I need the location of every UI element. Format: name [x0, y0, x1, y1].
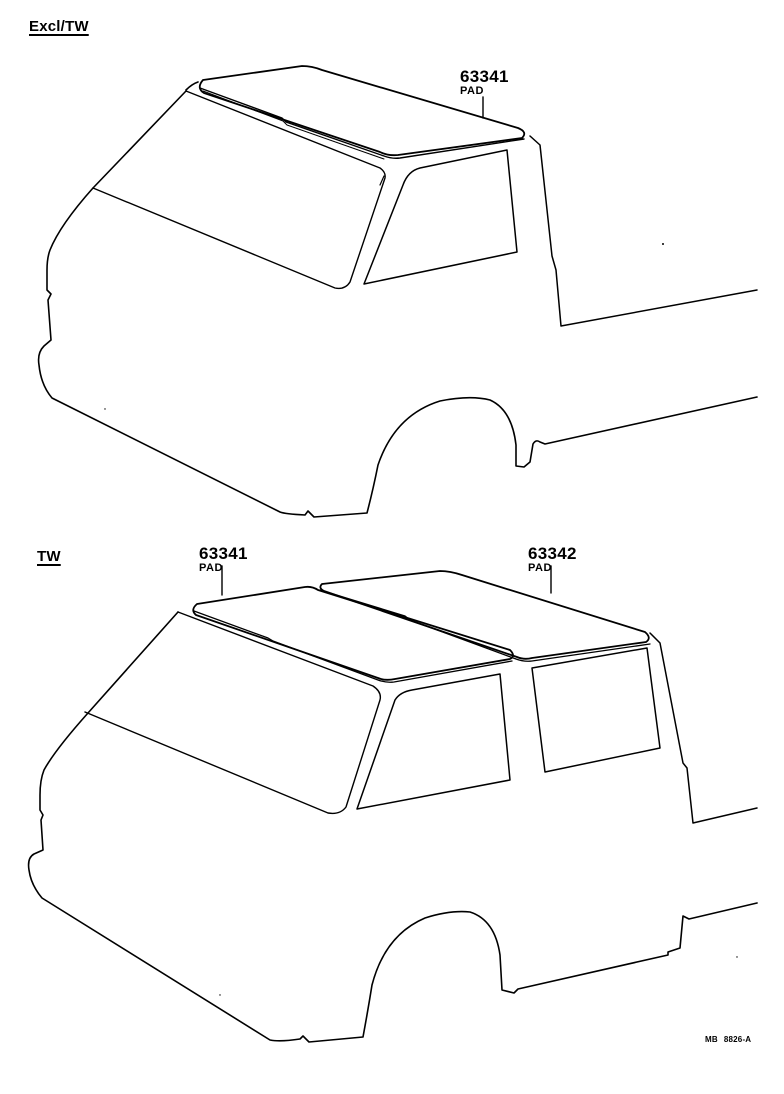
roof-pad-63341-edge-inner — [202, 90, 385, 160]
roof-pad-63342-edge — [319, 589, 651, 662]
a-pillar — [379, 175, 385, 186]
roof-pad-63341 — [192, 585, 514, 681]
windshield — [92, 90, 386, 290]
door-window — [363, 149, 518, 285]
ref-number: 8826-A — [723, 1035, 752, 1044]
roof-pad-63342 — [319, 570, 650, 660]
roof-pad-63341-edge — [193, 610, 513, 683]
front-door-window — [356, 673, 511, 810]
view-tw-drawing — [27, 565, 758, 1043]
part-name: PAD — [528, 562, 552, 574]
roof-pad-63341 — [198, 65, 526, 157]
drawing-reference-code: MB 8826-A — [705, 1035, 751, 1044]
roof-pad-63341-edge — [199, 87, 525, 159]
callout-63341-excl-tw: 63341 PAD — [460, 68, 509, 97]
part-number: 63341 — [199, 544, 248, 563]
body-front-outline — [27, 611, 758, 1043]
body-front-outline — [37, 81, 758, 518]
callout-63342-tw: 63342 PAD — [528, 545, 577, 574]
rear-door-window — [531, 647, 661, 773]
view-title-tw: TW — [37, 548, 61, 565]
ref-prefix: MB — [705, 1035, 718, 1044]
part-name: PAD — [199, 562, 223, 574]
part-name: PAD — [460, 85, 484, 97]
windshield — [84, 611, 382, 815]
callout-63341-tw: 63341 PAD — [199, 545, 248, 574]
part-number: 63342 — [528, 544, 577, 563]
view-title-excl-tw: Excl/TW — [29, 18, 89, 35]
rear-body-line — [649, 632, 758, 824]
view-excl-tw-drawing — [37, 65, 758, 518]
part-number: 63341 — [460, 67, 509, 86]
rear-body-line — [529, 135, 758, 327]
